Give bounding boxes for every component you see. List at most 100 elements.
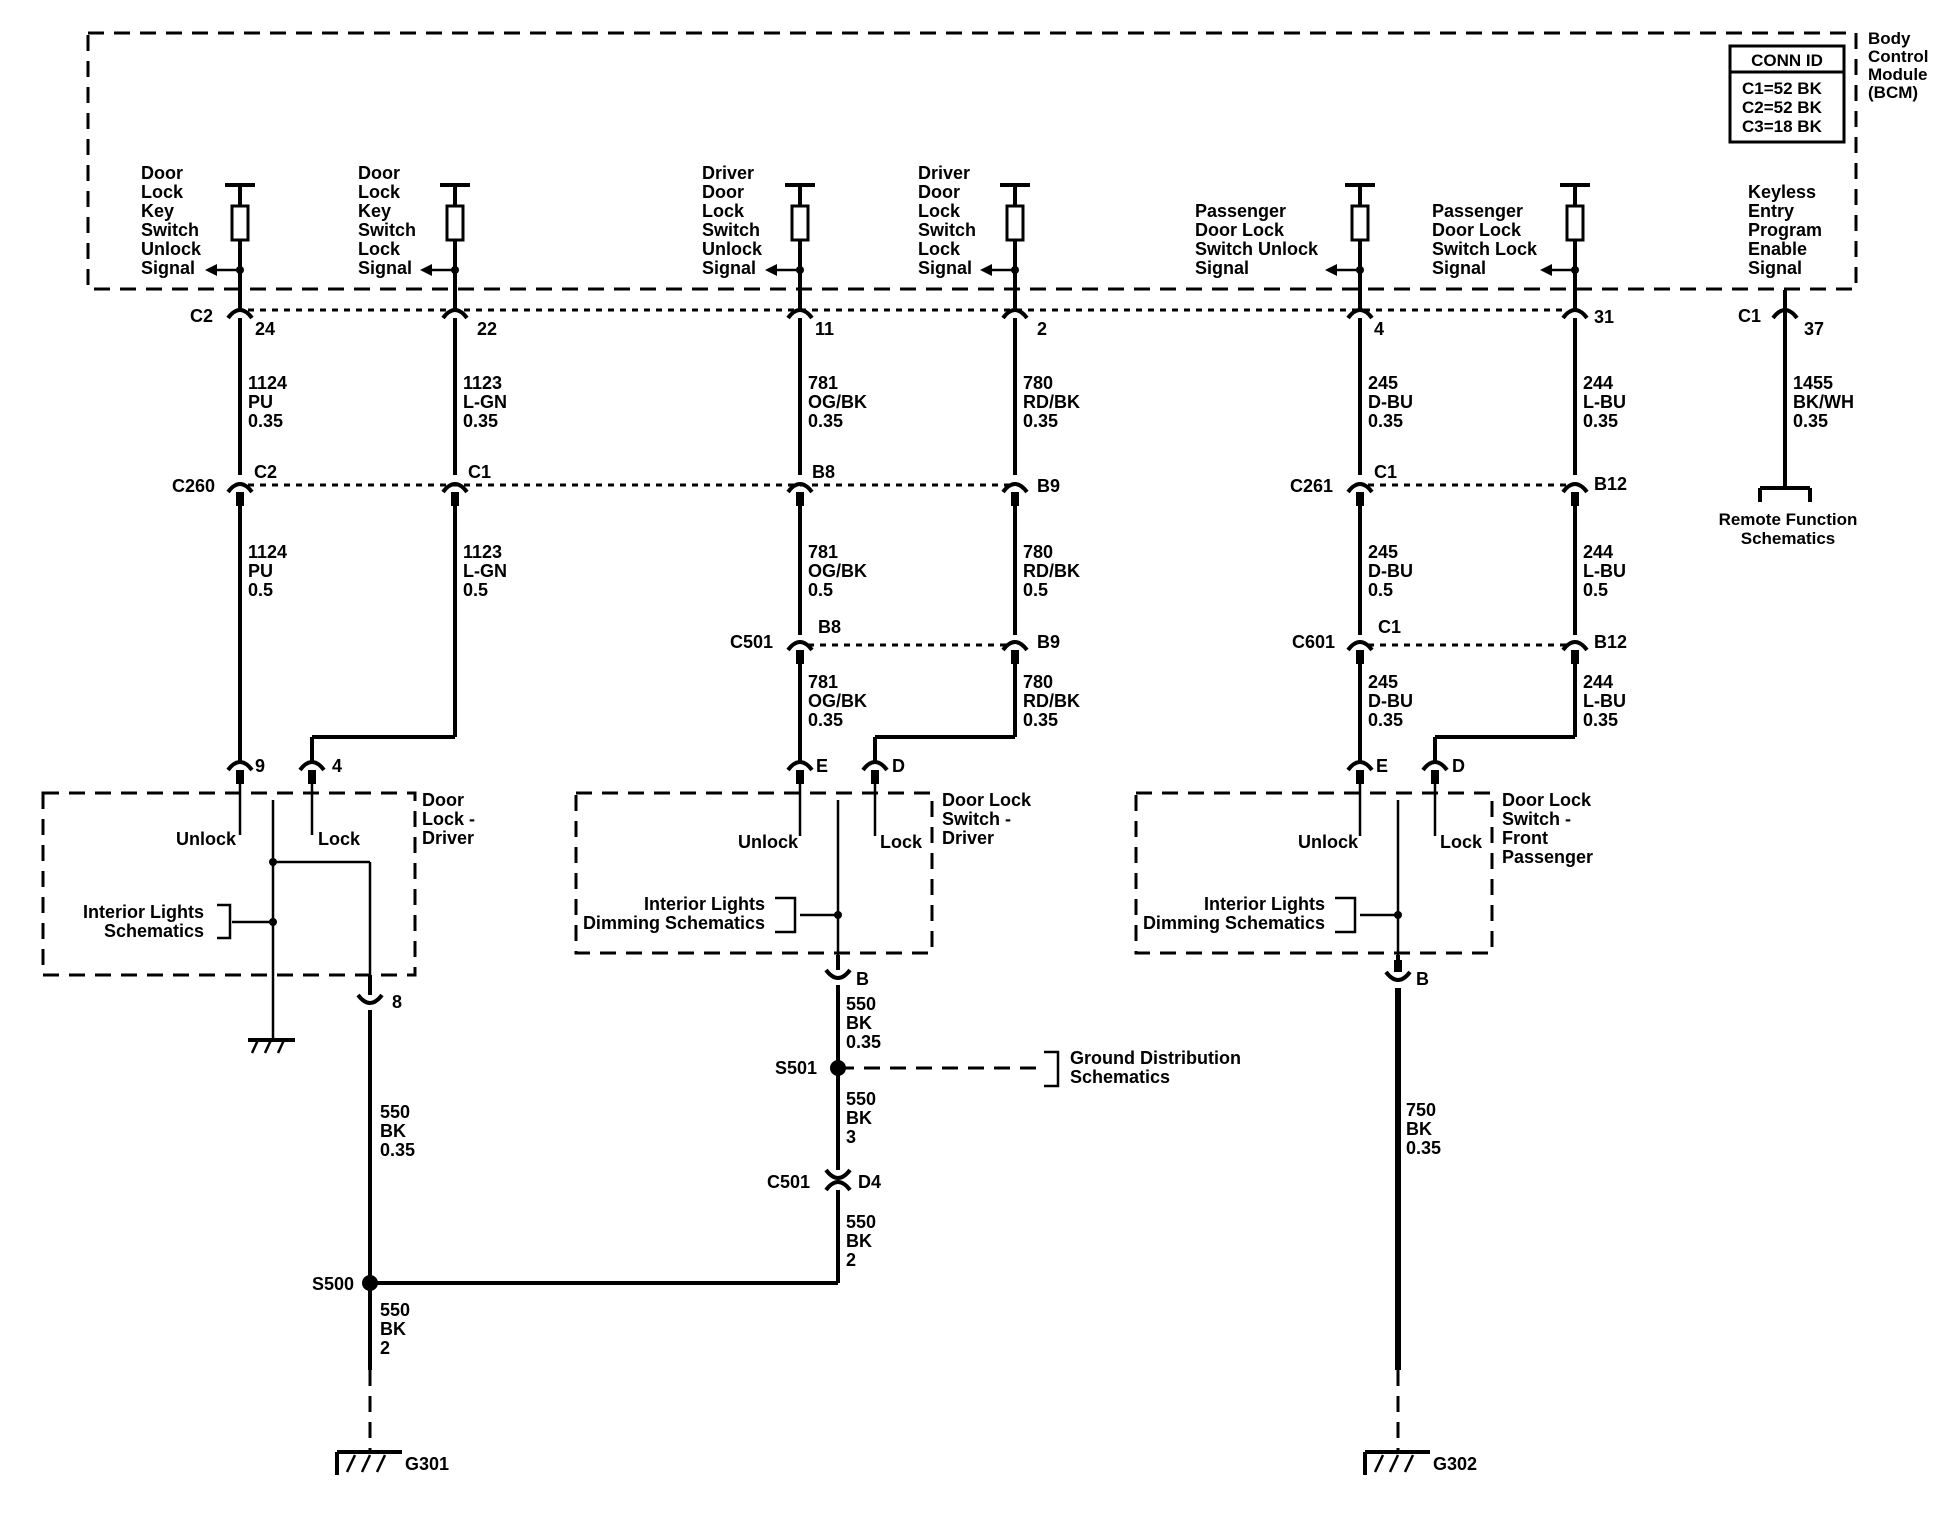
svg-text:Switch Unlock: Switch Unlock <box>1195 239 1319 259</box>
driver-key-lock-label: Lock <box>318 829 361 849</box>
svg-text:OG/BK: OG/BK <box>808 392 867 412</box>
svg-text:0.5: 0.5 <box>1023 580 1048 600</box>
passenger-switch-pin-b: B <box>1416 969 1429 989</box>
svg-text:2: 2 <box>380 1338 390 1358</box>
svg-text:0.35: 0.35 <box>808 710 843 730</box>
svg-text:Enable: Enable <box>1748 239 1807 259</box>
bcm-conn-c1: C1 <box>1738 306 1761 326</box>
door-lock-driver-label: Door Lock - Driver <box>422 790 475 848</box>
svg-text:1123: 1123 <box>463 373 502 393</box>
bcm-box <box>86 31 1858 291</box>
ground-distribution-label: Ground Distribution Schematics <box>1070 1048 1241 1087</box>
svg-text:Signal: Signal <box>1432 258 1486 278</box>
c601-pin-b12: B12 <box>1594 632 1627 652</box>
bcm-pin-11: 11 <box>815 319 834 339</box>
svg-text:780: 780 <box>1023 672 1053 692</box>
svg-text:Schematics: Schematics <box>1070 1067 1170 1087</box>
s500-splice <box>362 1275 378 1291</box>
svg-text:0.35: 0.35 <box>463 411 498 431</box>
svg-text:1455: 1455 <box>1793 373 1833 393</box>
bcm-pin-4: 4 <box>1374 319 1384 339</box>
driver-switch-pin-b: B <box>856 969 869 989</box>
svg-text:0.35: 0.35 <box>1368 411 1403 431</box>
svg-text:0.35: 0.35 <box>1023 710 1058 730</box>
svg-text:Passenger: Passenger <box>1502 847 1593 867</box>
passenger-switch-unlock-label: Unlock <box>1298 832 1359 852</box>
svg-text:OG/BK: OG/BK <box>808 561 867 581</box>
svg-text:245: 245 <box>1368 672 1398 692</box>
svg-text:244: 244 <box>1583 373 1613 393</box>
svg-text:Signal: Signal <box>358 258 412 278</box>
svg-text:Unlock: Unlock <box>141 239 202 259</box>
door-lock-switch-driver-label: Door Lock Switch - Driver <box>942 790 1032 848</box>
g301-label: G301 <box>405 1454 449 1474</box>
svg-text:550: 550 <box>846 1089 876 1109</box>
svg-text:Front: Front <box>1502 828 1548 848</box>
svg-text:Switch: Switch <box>141 220 199 240</box>
svg-text:OG/BK: OG/BK <box>808 691 867 711</box>
svg-text:780: 780 <box>1023 373 1053 393</box>
svg-text:CONN ID: CONN ID <box>1751 51 1823 70</box>
svg-text:Driver: Driver <box>918 163 970 183</box>
svg-text:Entry: Entry <box>1748 201 1794 221</box>
svg-text:Interior Lights: Interior Lights <box>644 894 765 914</box>
svg-text:Key: Key <box>358 201 391 221</box>
switch-pin-d-passenger: D <box>1452 756 1465 776</box>
c501-lower-label: C501 <box>767 1172 810 1192</box>
door-lock-switch-driver-internal <box>775 784 877 965</box>
bcm-resistor-3 <box>765 183 815 310</box>
svg-text:(BCM): (BCM) <box>1868 83 1918 102</box>
svg-text:Dimming Schematics: Dimming Schematics <box>1143 913 1325 933</box>
bcm-resistor-1 <box>205 183 255 310</box>
svg-text:L-GN: L-GN <box>463 392 507 412</box>
svg-text:Signal: Signal <box>1748 258 1802 278</box>
c260-pin-b8: B8 <box>812 462 835 482</box>
interior-lights-label: Interior Lights Schematics <box>83 902 204 941</box>
bcm-resistor-5 <box>1325 183 1375 310</box>
svg-text:Interior Lights: Interior Lights <box>83 902 204 922</box>
svg-text:Ground Distribution: Ground Distribution <box>1070 1048 1241 1068</box>
c260-pin-b9: B9 <box>1037 476 1060 496</box>
svg-text:D-BU: D-BU <box>1368 392 1413 412</box>
svg-text:BK: BK <box>380 1319 406 1339</box>
svg-text:Remote Function: Remote Function <box>1719 510 1858 529</box>
c501-d4-terminal <box>824 1168 852 1192</box>
svg-text:Driver: Driver <box>702 163 754 183</box>
svg-text:Door Lock: Door Lock <box>1432 220 1522 240</box>
svg-text:Door Lock: Door Lock <box>1502 790 1592 810</box>
svg-text:BK: BK <box>846 1231 872 1251</box>
svg-text:L-GN: L-GN <box>463 561 507 581</box>
bcm-pin-2: 2 <box>1037 319 1047 339</box>
c601-pin-c1: C1 <box>1378 617 1401 637</box>
svg-text:L-BU: L-BU <box>1583 561 1626 581</box>
svg-text:Driver: Driver <box>422 828 474 848</box>
driver-switch-unlock-label: Unlock <box>738 832 799 852</box>
svg-text:C3=18 BK: C3=18 BK <box>1742 117 1823 136</box>
svg-text:Module: Module <box>1868 65 1928 84</box>
svg-text:Switch: Switch <box>702 220 760 240</box>
svg-text:Schematics: Schematics <box>1741 529 1836 548</box>
svg-text:Control: Control <box>1868 47 1928 66</box>
switch-pin-4: 4 <box>332 756 342 776</box>
svg-text:550: 550 <box>846 1212 876 1232</box>
svg-text:Dimming Schematics: Dimming Schematics <box>583 913 765 933</box>
bcm-resistor-6 <box>1540 183 1590 310</box>
svg-text:550: 550 <box>846 994 876 1014</box>
bcm-title: Body Control Module (BCM) <box>1868 29 1928 102</box>
door-lock-switch-passenger-internal <box>1335 784 1437 965</box>
svg-text:781: 781 <box>808 672 838 692</box>
svg-text:1123: 1123 <box>463 542 502 562</box>
driver-switch-lock-label: Lock <box>880 832 923 852</box>
svg-text:C1=52 BK: C1=52 BK <box>1742 79 1823 98</box>
svg-text:Schematics: Schematics <box>104 921 204 941</box>
